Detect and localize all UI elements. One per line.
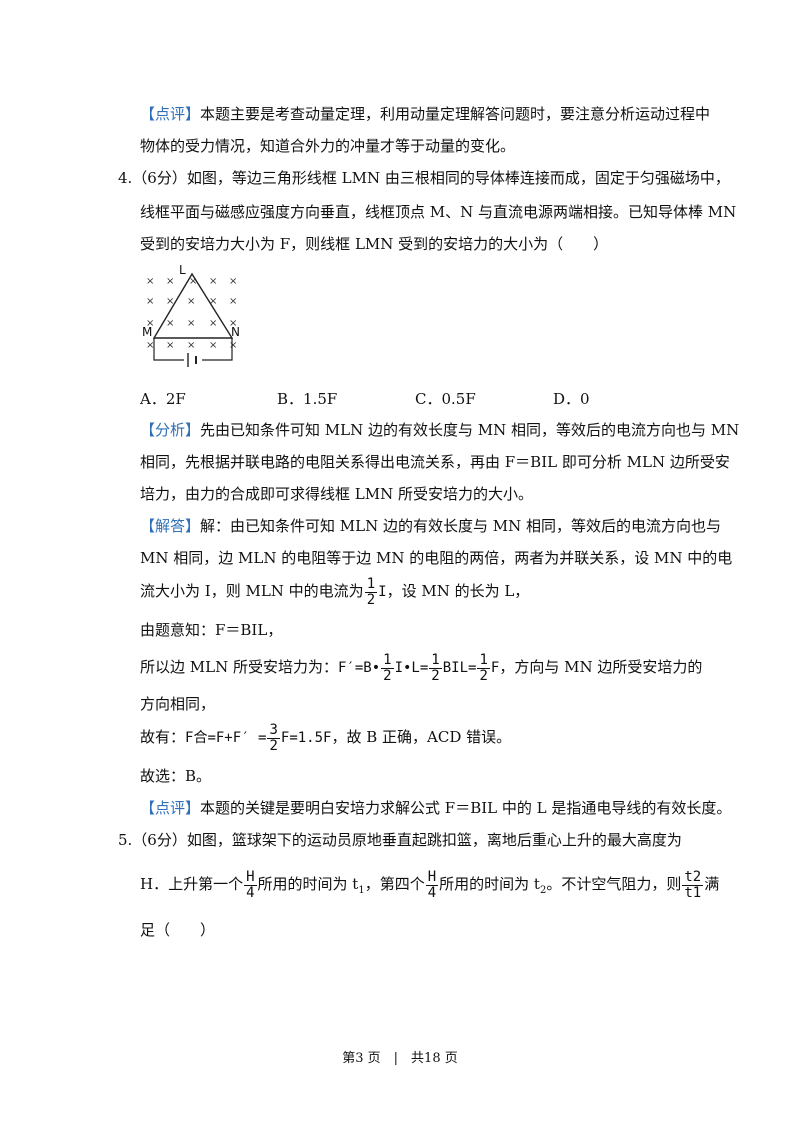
solution-line: 由题意知：F＝BIL， bbox=[140, 621, 283, 639]
svg-text:×: × bbox=[229, 296, 237, 307]
page-footer: 第3 页 | 共18 页 bbox=[342, 1051, 458, 1066]
vertex-label-N: N bbox=[231, 325, 240, 339]
vertex-label-L: L bbox=[179, 264, 186, 277]
svg-text:×: × bbox=[229, 340, 237, 351]
svg-text:×: × bbox=[146, 318, 154, 329]
svg-text:×: × bbox=[146, 276, 154, 287]
svg-text:×: × bbox=[187, 296, 195, 307]
solution-answer: 故选：B。 bbox=[140, 767, 212, 785]
solution-line: MN 相同，边 MLN 的电阻等于边 MN 的电阻的两倍，两者为并联关系，设 M… bbox=[140, 549, 733, 567]
magnetic-field-crosses: × × × × × × × × × × × × × × × × × × × × bbox=[146, 276, 237, 351]
svg-text:×: × bbox=[187, 340, 195, 351]
question-4-stem: 4.（6分）如图，等边三角形线框 LMN 由三根相同的导体棒连接而成，固定于匀强… bbox=[118, 169, 730, 187]
analysis-tag: 【分析】 bbox=[140, 421, 201, 439]
svg-text:×: × bbox=[187, 318, 195, 329]
comment-line: 物体的受力情况，知道合外力的冲量才等于动量的变化。 bbox=[140, 137, 516, 155]
svg-text:×: × bbox=[229, 318, 237, 329]
comment-paragraph-2: 【点评】本题的关键是要明白安培力求解公式 F＝BIL 中的 L 是指通电导线的有… bbox=[140, 799, 732, 817]
svg-text:×: × bbox=[166, 340, 174, 351]
svg-text:×: × bbox=[146, 296, 154, 307]
svg-text:×: × bbox=[146, 340, 154, 351]
svg-text:×: × bbox=[229, 276, 237, 287]
comment-paragraph-1: 【点评】本题主要是考查动量定理，利用动量定理解答问题时，要注意分析运动过程中 bbox=[140, 105, 711, 123]
question-5-line: 足（ ） bbox=[140, 921, 216, 939]
question-4-line: 受到的安培力大小为 F，则线框 LMN 受到的安培力的大小为（ ） bbox=[140, 235, 609, 253]
wire-right bbox=[202, 338, 233, 361]
svg-text:×: × bbox=[209, 340, 217, 351]
option-d: D．0 bbox=[553, 390, 590, 408]
wire-left bbox=[153, 338, 184, 361]
triangle-circuit-figure: × × × × × × × × × × × × × × × × × × × × L M N bbox=[142, 264, 240, 367]
comment-tag: 【点评】 bbox=[140, 105, 201, 123]
svg-text:×: × bbox=[166, 296, 174, 307]
triangle-frame bbox=[152, 272, 234, 339]
svg-text:×: × bbox=[209, 318, 217, 329]
comment-tag: 【点评】 bbox=[140, 799, 201, 817]
option-c: C．0.5F bbox=[415, 390, 476, 408]
analysis-line: 相同，先根据并联电路的电阻关系得出电流关系，再由 F＝BIL 即可分析 MLN … bbox=[140, 453, 730, 471]
svg-text:×: × bbox=[209, 296, 217, 307]
solution-line: 方向相同， bbox=[140, 695, 216, 713]
analysis-line: 培力，由力的合成即可求得线框 LMN 所受安培力的大小。 bbox=[140, 485, 533, 503]
vertex-label-M: M bbox=[142, 325, 152, 339]
option-b: B．1.5F bbox=[277, 390, 338, 408]
analysis-paragraph: 【分析】先由已知条件可知 MLN 边的有效长度与 MN 相同，等效后的电流方向也… bbox=[140, 421, 740, 439]
question-4-line: 线框平面与磁感应强度方向垂直，线框顶点 M、N 与直流电源两端相接。已知导体棒 … bbox=[140, 203, 737, 221]
solution-tag: 【解答】 bbox=[140, 517, 201, 535]
solution-paragraph: 【解答】解：由已知条件可知 MLN 边的有效长度与 MN 相同，等效后的电流方向… bbox=[140, 517, 722, 535]
svg-text:×: × bbox=[189, 276, 197, 287]
svg-text:×: × bbox=[166, 318, 174, 329]
question-5-stem: 5.（6分）如图，篮球架下的运动员原地垂直起跳扣篮，离地后重心上升的最大高度为 bbox=[118, 831, 682, 849]
svg-text:×: × bbox=[166, 276, 174, 287]
svg-text:×: × bbox=[209, 276, 217, 287]
option-a: A．2F bbox=[140, 390, 186, 408]
